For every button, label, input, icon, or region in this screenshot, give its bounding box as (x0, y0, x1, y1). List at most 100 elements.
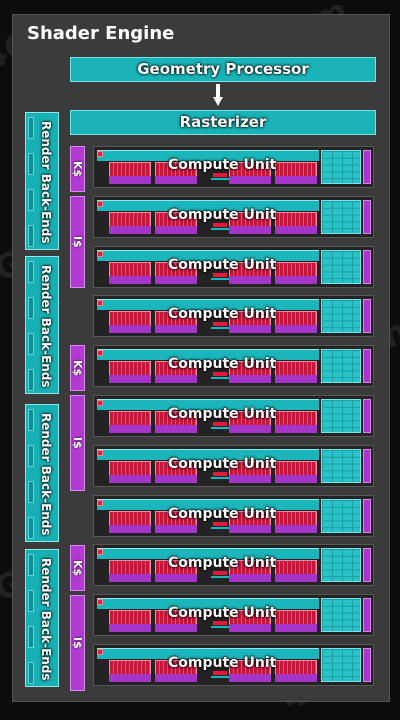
simd-unit (109, 211, 151, 234)
simd-unit (275, 411, 317, 433)
simd-unit (229, 460, 271, 483)
render-backend-unit (28, 261, 34, 283)
cu-scheduler-strip (97, 448, 319, 460)
cu-scalar-unit (97, 549, 103, 556)
cu-scheduler-strip (97, 249, 319, 261)
simd-unit (229, 560, 271, 583)
simd-unit (229, 162, 271, 184)
cu-branch-unit (213, 322, 227, 327)
simd-unit (155, 411, 197, 433)
cu-interconnect (211, 227, 229, 230)
compute-unit-label: Compute Unit (168, 555, 277, 572)
simd-unit (109, 510, 151, 533)
cu-scheduler-strip (97, 299, 319, 311)
simd-unit (275, 560, 317, 583)
cu-scalar-unit (97, 649, 103, 655)
shader-engine-panel: Shader Engine Geometry Processor Rasteri… (12, 14, 390, 702)
cu-interconnect (211, 427, 229, 429)
cu-texture-units-grid (321, 448, 361, 483)
cu-interconnect (211, 676, 229, 678)
cu-texture-units-grid (321, 498, 361, 533)
cu-scheduler-strip (97, 399, 319, 410)
compute-unit-block: Compute Unit (93, 594, 374, 637)
simd-unit (275, 460, 317, 483)
simd-unit (109, 411, 151, 433)
constant-cache-block: K$ (70, 345, 85, 391)
simd-unit (275, 361, 317, 384)
cu-texture-units-grid (321, 598, 361, 633)
cu-interconnect (211, 377, 229, 380)
compute-unit-block: Compute Unit (93, 146, 374, 188)
cu-l1-cache (363, 498, 371, 533)
cu-texture-units-grid (321, 349, 361, 384)
simd-unit (229, 610, 271, 633)
cu-scheduler-strip (97, 648, 319, 659)
simd-unit (275, 211, 317, 234)
cu-branch-unit (213, 173, 227, 177)
simd-unit (275, 261, 317, 284)
simd-unit (229, 510, 271, 533)
cu-branch-unit (213, 372, 227, 377)
cu-scalar-unit (97, 300, 103, 307)
simd-unit (275, 610, 317, 633)
cu-texture-units-grid (321, 150, 361, 184)
cu-interconnect (211, 526, 229, 529)
render-back-ends-block: Render Back-Ends (25, 112, 59, 250)
cu-branch-unit (213, 222, 227, 227)
simd-unit (275, 510, 317, 533)
render-back-ends-label: Render Back-Ends (39, 412, 53, 536)
compute-unit-block: Compute Unit (93, 195, 374, 238)
compute-unit-label: Compute Unit (168, 206, 277, 223)
compute-unit-block: Compute Unit (93, 544, 374, 587)
cu-scalar-unit (97, 200, 103, 207)
simd-unit (109, 261, 151, 284)
simd-unit (155, 460, 197, 483)
instruction-cache-block: I$ (70, 196, 85, 288)
cu-texture-units-grid (321, 399, 361, 433)
compute-unit-block: Compute Unit (93, 345, 374, 388)
compute-unit-label: Compute Unit (168, 455, 277, 472)
cu-interconnect (211, 626, 229, 629)
cu-interconnect (211, 476, 229, 479)
simd-unit (155, 211, 197, 234)
render-back-ends-label: Render Back-Ends (39, 264, 53, 388)
simd-unit (229, 411, 271, 433)
simd-unit (109, 610, 151, 633)
render-backend-unit (28, 517, 34, 539)
cu-scalar-unit (97, 250, 103, 257)
compute-unit-label: Compute Unit (168, 356, 277, 373)
cu-l1-cache (363, 548, 371, 583)
render-backend-unit (28, 225, 34, 247)
cu-texture-units-grid (321, 199, 361, 234)
cu-interconnect (211, 327, 229, 330)
compute-unit-block: Compute Unit (93, 644, 374, 686)
simd-unit (155, 261, 197, 284)
constant-cache-block: K$ (70, 146, 85, 192)
cu-l1-cache (363, 150, 371, 184)
simd-unit (155, 610, 197, 633)
compute-unit-label: Compute Unit (168, 406, 277, 422)
simd-unit (229, 311, 271, 334)
compute-unit-label: Compute Unit (168, 605, 277, 622)
cu-scalar-unit (97, 151, 103, 157)
render-backend-unit (28, 189, 34, 211)
render-backend-unit (28, 333, 34, 355)
render-backend-unit (28, 297, 34, 319)
simd-unit (155, 162, 197, 184)
render-back-ends-block: Render Back-Ends (25, 404, 59, 542)
cu-interconnect (211, 178, 229, 180)
compute-unit-label: Compute Unit (168, 256, 277, 273)
simd-unit (229, 361, 271, 384)
compute-unit-label: Compute Unit (168, 306, 277, 323)
cu-scalar-unit (97, 350, 103, 357)
render-backend-unit (28, 369, 34, 391)
cu-branch-unit (213, 671, 227, 675)
cu-scheduler-strip (97, 349, 319, 361)
simd-unit (155, 560, 197, 583)
render-backend-unit (28, 626, 34, 648)
compute-unit-block: Compute Unit (93, 395, 374, 437)
arrow-down-icon (213, 84, 223, 106)
instruction-cache-block: I$ (70, 395, 85, 491)
cu-interconnect (211, 576, 229, 579)
cu-scalar-unit (97, 499, 103, 506)
